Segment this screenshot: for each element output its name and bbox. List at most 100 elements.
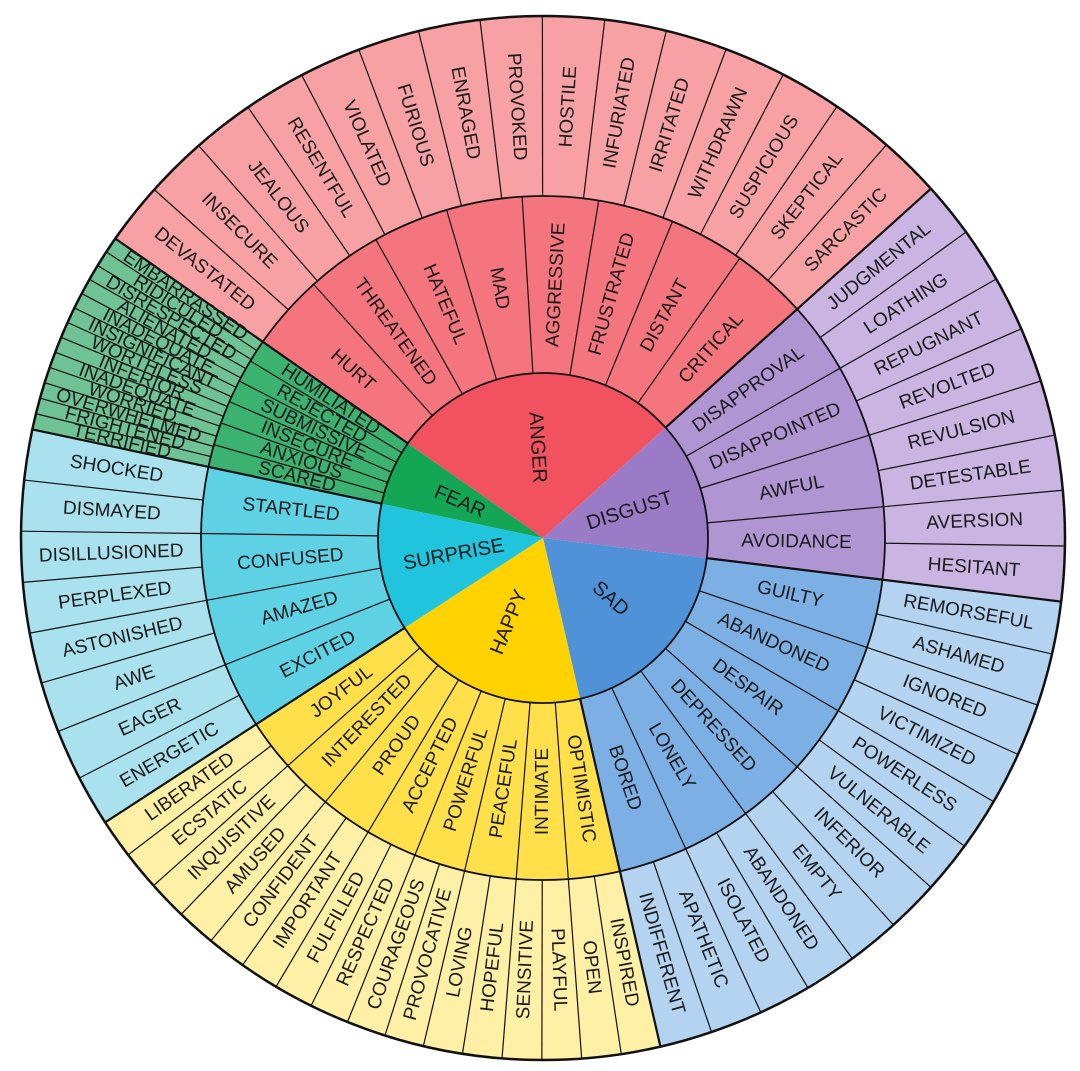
outer-divider-happy <box>346 854 416 1023</box>
outer-divider-happy <box>567 879 583 1059</box>
middle-divider-surprise <box>201 532 379 537</box>
outer-divider-anger <box>623 30 667 206</box>
core-sector-disgust <box>543 427 708 559</box>
outer-divider-sad <box>876 613 1053 655</box>
core-boundary-line <box>706 557 1062 603</box>
outer-divider-sad <box>866 646 1038 706</box>
outer-divider-disgust <box>839 278 997 369</box>
outer-divider-fear <box>89 278 247 370</box>
outer-divider-anger <box>767 144 887 281</box>
core-sector-fear <box>381 443 543 538</box>
outer-divider-fear <box>60 336 228 408</box>
outer-divider-surprise <box>22 566 203 583</box>
middle-divider-happy <box>287 647 421 767</box>
outer-divider-sad <box>796 766 932 888</box>
outer-label: DISILLUSIONED <box>39 540 184 566</box>
outer-divider-disgust <box>883 489 1063 508</box>
outer-divider-anger <box>735 106 838 256</box>
outer-divider-happy <box>461 875 491 1054</box>
core-boundary-line <box>32 428 382 505</box>
outer-divider-disgust <box>868 380 1042 436</box>
divider-lines <box>19 14 1067 1062</box>
outer-divider-anger <box>153 189 289 311</box>
outer-divider-surprise <box>24 479 204 501</box>
outer-sector-happy <box>105 724 661 1060</box>
middle-divider-disgust <box>700 434 870 489</box>
outer-divider-fear <box>54 351 224 417</box>
outer-divider-anger <box>247 106 351 257</box>
outer-divider-fear <box>49 366 220 427</box>
outer-divider-anger <box>301 74 386 236</box>
core-boundary-line <box>114 237 409 445</box>
outer-sector-anger <box>115 15 931 342</box>
middle-divider-happy <box>554 702 569 880</box>
middle-divider-fear <box>238 380 397 463</box>
inner-ring-circle <box>377 372 709 704</box>
middle-label: INTIMATE <box>532 748 553 835</box>
outer-divider-sad <box>652 861 713 1033</box>
outer-divider-happy <box>210 801 326 942</box>
core-sector-anger <box>407 372 666 538</box>
outer-divider-sad <box>837 710 994 803</box>
outer-divider-sad <box>685 848 762 1013</box>
outer-divider-disgust <box>884 542 1065 547</box>
middle-divider-sad <box>665 647 798 768</box>
outer-divider-fear <box>97 265 252 361</box>
outer-divider-fear <box>67 321 232 398</box>
middle-divider-happy <box>324 664 439 803</box>
middle-divider-anger <box>637 257 741 404</box>
outer-divider-happy <box>242 817 347 966</box>
middle-divider-anger <box>569 200 600 376</box>
outer-divider-surprise <box>57 664 226 732</box>
middle-divider-happy <box>515 702 531 879</box>
middle-divider-disgust <box>707 506 884 524</box>
outer-divider-surprise <box>41 632 215 684</box>
middle-divider-surprise <box>206 567 381 601</box>
outer-divider-happy <box>384 863 441 1036</box>
middle-label: AVOIDANCE <box>741 531 852 554</box>
outer-divider-happy <box>127 745 272 856</box>
middle-divider-sad <box>611 687 687 850</box>
middle-divider-happy <box>414 690 482 856</box>
outer-divider-surprise <box>29 599 207 634</box>
middle-divider-sad <box>685 620 839 712</box>
middle-divider-sad <box>640 670 747 814</box>
core-label-anger: ANGER <box>524 411 550 483</box>
outer-divider-anger <box>662 48 727 218</box>
middle-divider-surprise <box>225 598 390 666</box>
core-boundary-line <box>104 626 406 824</box>
middle-divider-anger <box>313 283 433 417</box>
middle-tint-sad <box>580 558 883 872</box>
outer-divider-surprise <box>79 694 240 779</box>
core-sector-happy <box>404 538 581 703</box>
middle-divider-fear <box>250 360 403 454</box>
outer-divider-sad <box>772 791 894 926</box>
outer-sector-sad <box>619 579 1062 1047</box>
outer-divider-happy <box>153 765 289 887</box>
middle-tint-fear <box>208 341 408 504</box>
core-sector-sad <box>543 538 707 699</box>
outer-divider-fear <box>74 307 237 388</box>
outer-divider-fear <box>106 251 258 352</box>
middle-divider-sad <box>699 590 868 649</box>
middle-divider-anger <box>375 239 463 395</box>
outer-divider-happy <box>501 878 517 1059</box>
outer-divider-anger <box>198 145 318 282</box>
outer-divider-disgust <box>819 231 967 339</box>
outer-divider-anger <box>582 19 606 199</box>
outer-divider-disgust <box>878 434 1055 472</box>
middle-divider-anger <box>604 221 674 386</box>
outer-label: AVERSION <box>926 509 1024 534</box>
outer-divider-disgust <box>856 328 1022 402</box>
outer-divider-anger <box>417 30 463 207</box>
middle-tint-happy <box>256 627 620 880</box>
middle-divider-fear <box>220 422 388 484</box>
middle-divider-happy <box>464 698 506 872</box>
outer-divider-fear <box>35 413 211 458</box>
outer-sector-disgust <box>797 188 1065 602</box>
sectors-layer <box>21 15 1065 1060</box>
outer-divider-fear <box>44 382 217 437</box>
outer-divider-happy <box>275 831 369 987</box>
outer-divider-happy <box>180 784 307 915</box>
